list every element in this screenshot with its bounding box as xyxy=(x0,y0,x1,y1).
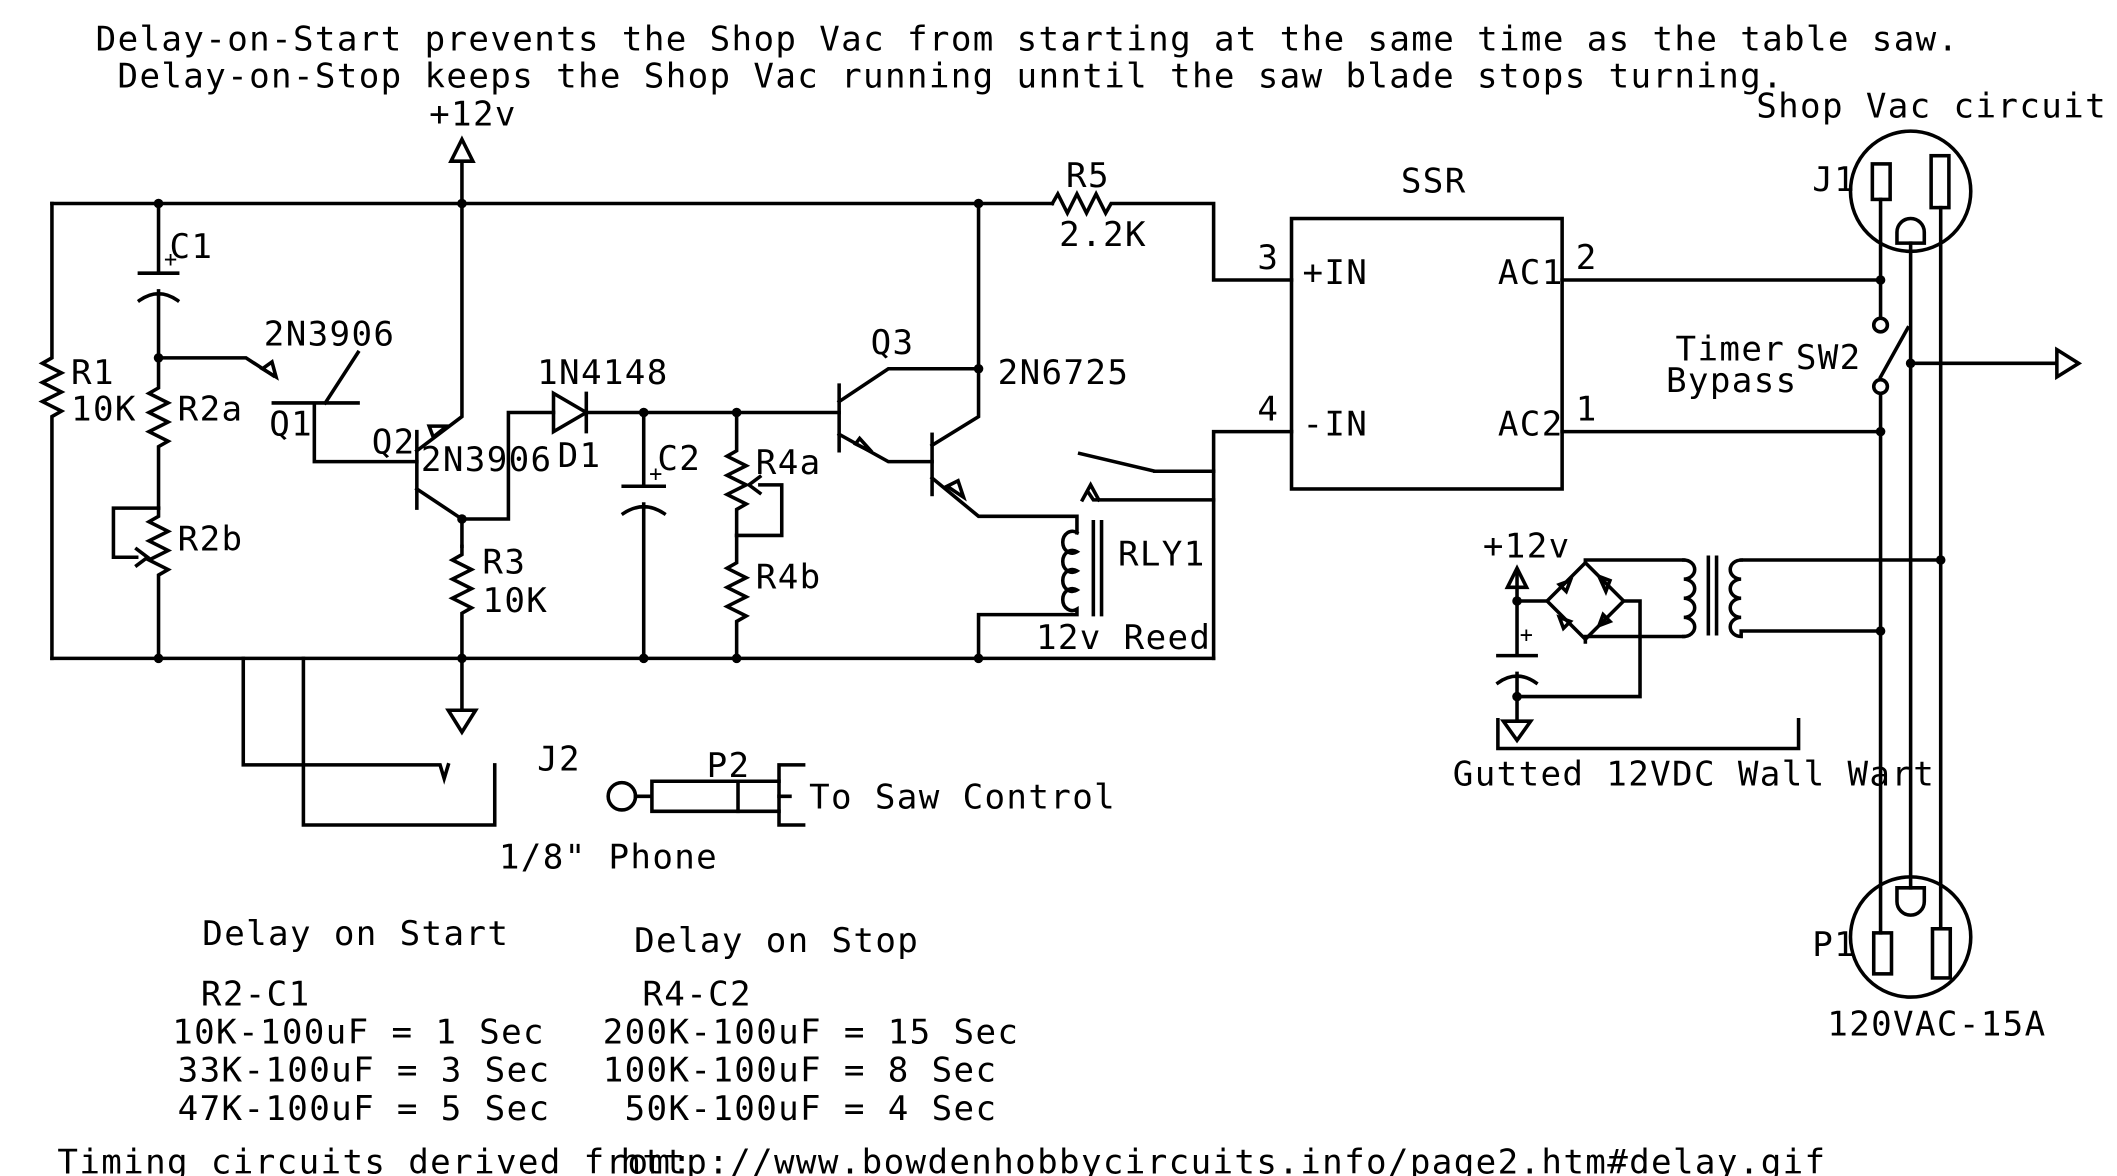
switch-sw2 xyxy=(1871,278,1911,434)
r5-label: R5 xyxy=(1066,156,1110,196)
bypass-label: Bypass xyxy=(1666,361,1798,401)
capacitor-c2: + xyxy=(620,410,667,661)
svg-text:+: + xyxy=(164,247,179,272)
diode-d1 xyxy=(551,390,841,435)
delay-start-row: 47K-100uF = 5 Sec xyxy=(178,1089,551,1129)
q1-label: Q1 xyxy=(269,405,313,445)
capacitor-c1: + xyxy=(136,201,181,360)
bridge-rectifier xyxy=(1515,560,1642,699)
resistor-r1 xyxy=(38,201,66,661)
ground-output-arrow xyxy=(1908,346,2083,381)
q3-label: Q3 xyxy=(871,323,915,363)
r5-value: 2.2K xyxy=(1059,215,1147,255)
phone-label: 1/8" Phone xyxy=(499,838,718,878)
relay-to-ssr-wire xyxy=(1153,429,1294,473)
svg-text:+: + xyxy=(649,462,664,487)
jack-j2 xyxy=(241,656,497,827)
supply-arrow-top xyxy=(448,135,476,206)
potentiometer-r4a xyxy=(723,410,784,538)
ssr-in-neg: -IN xyxy=(1302,405,1368,445)
delay-stop-row: 200K-100uF = 15 Sec xyxy=(603,1013,1020,1053)
ssr-ac1: AC1 xyxy=(1498,253,1564,293)
delay-stop-row: 50K-100uF = 4 Sec xyxy=(603,1089,998,1129)
mains-label: 120VAC-15A xyxy=(1827,1004,2046,1044)
junction-dots xyxy=(153,198,984,664)
r1-label: R1 xyxy=(71,353,115,393)
svg-text:+: + xyxy=(1520,623,1535,648)
rly1-type-label: 12v Reed xyxy=(1036,618,1211,658)
delay-stop-header: R4-C2 xyxy=(642,974,752,1014)
shop-vac-label: Shop Vac circuit xyxy=(1756,86,2107,126)
resistor-r2a xyxy=(144,356,173,510)
darlington-q3 xyxy=(836,201,1079,535)
delay-start-header: R2-C1 xyxy=(201,974,311,1014)
to-saw-label: To Saw Control xyxy=(809,778,1116,818)
wall-wart-label: Gutted 12VDC Wall Wart xyxy=(1453,754,1935,794)
r2b-label: R2b xyxy=(178,519,244,559)
header-line-2: Delay-on-Stop keeps the Shop Vac running… xyxy=(118,56,1784,96)
c1-label: C1 xyxy=(169,227,213,267)
r3-value: 10K xyxy=(482,581,548,621)
ssr-in-pos: +IN xyxy=(1302,253,1368,293)
r4a-label: R4a xyxy=(756,443,822,483)
rly1-label: RLY1 xyxy=(1118,534,1206,574)
ground-symbol xyxy=(445,656,479,736)
outlet-j1 xyxy=(1848,129,1973,254)
d1-type-label: 1N4148 xyxy=(537,353,669,393)
delay-start-row: 33K-100uF = 3 Sec xyxy=(178,1051,551,1091)
p1-label: P1 xyxy=(1812,925,1856,965)
q1-type-label: 2N3906 xyxy=(264,315,396,355)
footer-prefix: Timing circuits derived from: xyxy=(57,1142,693,1176)
resistor-r3 xyxy=(448,544,476,661)
delay-start-title: Delay on Start xyxy=(202,914,509,954)
transistor-q2 xyxy=(414,201,464,549)
ssr-pin-3: 3 xyxy=(1257,238,1279,278)
resistor-r4b xyxy=(723,533,751,661)
d1-label: D1 xyxy=(558,436,602,476)
ssr-label: SSR xyxy=(1401,162,1467,202)
ssr-pin-4: 4 xyxy=(1257,390,1279,430)
r3-label: R3 xyxy=(482,543,526,583)
ssr-pin-1: 1 xyxy=(1576,390,1598,430)
q2-d1-wire xyxy=(460,410,556,521)
footer-url: http://www.bowdenhobbycircuits.info/page… xyxy=(620,1142,1826,1176)
resistor-r5 xyxy=(1049,189,1294,282)
delay-stop-title: Delay on Stop xyxy=(634,921,919,961)
q2-label: Q2 xyxy=(372,422,416,462)
ssr-box xyxy=(1289,216,1564,491)
plug-p2 xyxy=(606,763,806,827)
wall-wart-supply: + xyxy=(1495,564,1539,744)
supply-label-top: +12v xyxy=(429,95,517,135)
q2-type-label: 2N3906 xyxy=(421,440,553,480)
c2-label: C2 xyxy=(657,439,701,479)
j1-label: J1 xyxy=(1812,160,1856,200)
wall-wart-bracket xyxy=(1496,718,1801,751)
q3-type-label: 2N6725 xyxy=(998,353,1130,393)
header-line-1: Delay-on-Start prevents the Shop Vac fro… xyxy=(96,20,1960,60)
plug-p1 xyxy=(1848,875,1973,999)
timer-label: Timer xyxy=(1676,330,1786,370)
delay-stop-row: 100K-100uF = 8 Sec xyxy=(603,1051,998,1091)
ssr-pin-2: 2 xyxy=(1576,238,1598,278)
sw2-label: SW2 xyxy=(1796,338,1862,378)
r4b-label: R4b xyxy=(756,558,822,598)
j2-label: J2 xyxy=(537,739,581,779)
ssr-ac2: AC2 xyxy=(1498,405,1564,445)
r2a-label: R2a xyxy=(178,390,244,430)
delay-start-row: 10K-100uF = 1 Sec xyxy=(172,1013,545,1053)
transistor-q1 xyxy=(156,349,419,464)
potentiometer-r2b xyxy=(111,506,173,661)
r1-value: 10K xyxy=(71,390,137,430)
supply-label-wallwart: +12v xyxy=(1483,526,1571,566)
